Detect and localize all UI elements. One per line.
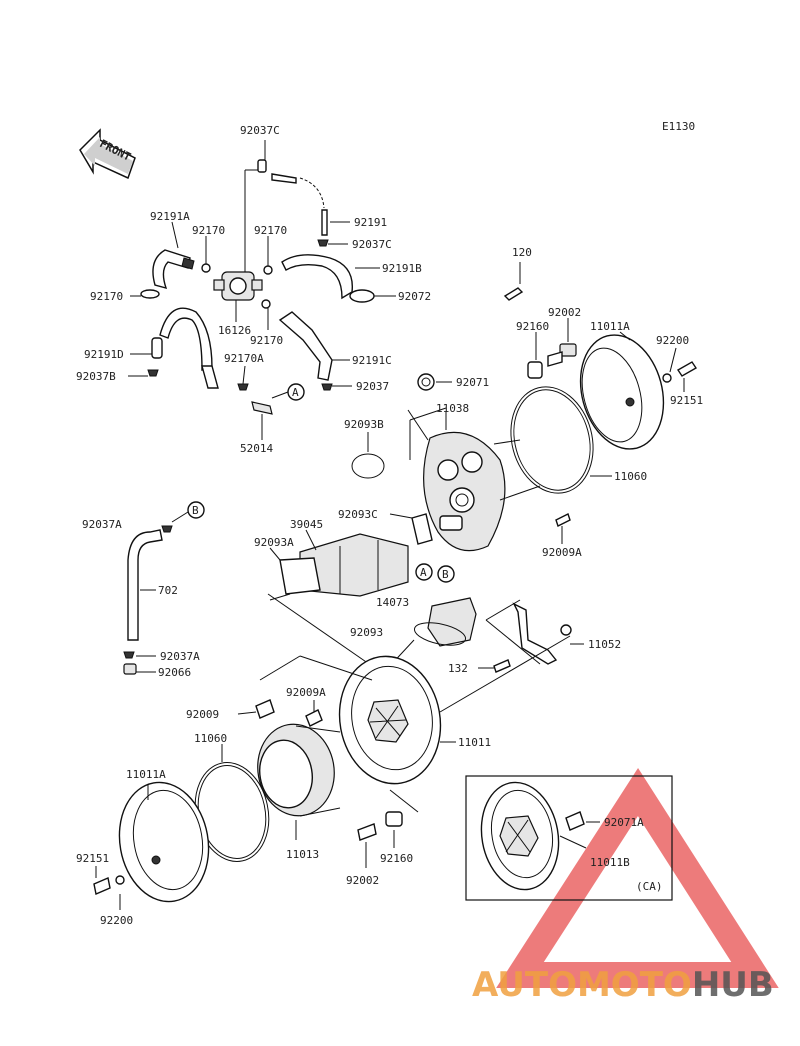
label-92160-bot: 92160 [380,852,413,865]
label-92002-top: 92002 [548,306,581,319]
label-92037C-mid: 92037C [352,238,392,251]
label-92160-top: 92160 [516,320,549,333]
label-92151-bot: 92151 [76,852,109,865]
watermark-part1: AUTOMOTO [472,965,692,1005]
label-92170-c: 92170 [90,290,123,303]
label-92066: 92066 [158,666,191,679]
label-92072: 92072 [398,290,431,303]
rear-filter-group: A B [351,262,697,583]
label-92002-bot: 92002 [346,874,379,887]
label-92009: 92009 [186,708,219,721]
label-132: 132 [448,662,468,675]
watermark-part2: HUB [692,965,774,1005]
label-92170-d: 92170 [250,334,283,347]
label-702: 702 [158,584,178,597]
label-11038: 11038 [436,402,469,415]
label-92009A-bot: 92009A [286,686,326,699]
label-92037B: 92037B [76,370,116,383]
hose-702-group: B [123,501,205,675]
duct-group [269,529,409,601]
label-92191B: 92191B [382,262,422,275]
label-92170A: 92170A [224,352,264,365]
label-92151-top: 92151 [670,394,703,407]
label-11052: 11052 [588,638,621,651]
front-filter-group [93,635,571,910]
label-CA: (CA) [636,880,663,893]
svg-text:AUTOMOTOHUB: AUTOMOTOHUB [472,965,774,1005]
ref-marker-a-top: A [292,386,299,399]
watermark-text: AUTOMOTOHUB [472,965,774,1005]
label-92200-top: 92200 [656,334,689,347]
label-92071A: 92071A [604,816,644,829]
breather-hose-group: A [128,140,396,440]
label-92200-bot: 92200 [100,914,133,927]
diagram-code: E1130 [662,120,695,133]
label-92170-b: 92170 [254,224,287,237]
label-39045: 39045 [290,518,323,531]
label-14073: 14073 [376,596,409,609]
ref-marker-b-mid: B [442,568,449,581]
label-120: 120 [512,246,532,259]
label-92093B: 92093B [344,418,384,431]
front-arrow-icon: FRONT [79,128,136,180]
label-92093A: 92093A [254,536,294,549]
label-11011A-top: 11011A [590,320,630,333]
label-92191D: 92191D [84,348,124,361]
label-92093C: 92093C [338,508,378,521]
ref-marker-b-left: B [192,504,199,517]
label-16126: 16126 [218,324,251,337]
part-labels: 92037C 92191 92037C 92191A 92170 92170 9… [76,124,703,927]
intake-bracket-group [267,593,584,673]
label-11060-bot: 11060 [194,732,227,745]
ref-marker-a-mid: A [420,566,427,579]
label-92071: 92071 [456,376,489,389]
label-92009A-top: 92009A [542,546,582,559]
label-11011A-bot: 11011A [126,768,166,781]
label-92170-a: 92170 [192,224,225,237]
label-92037A-top: 92037A [82,518,122,531]
label-92037: 92037 [356,380,389,393]
label-92191C: 92191C [352,354,392,367]
ca-option-box [465,775,673,901]
label-92037A-bot: 92037A [160,650,200,663]
label-11011B: 11011B [590,856,630,869]
label-52014: 52014 [240,442,273,455]
label-11060-top: 11060 [614,470,647,483]
label-92191A: 92191A [150,210,190,223]
label-11011: 11011 [458,736,491,749]
label-11013: 11013 [286,848,319,861]
label-92191: 92191 [354,216,387,229]
label-92037C-top: 92037C [240,124,280,137]
label-92093: 92093 [350,626,383,639]
watermark-logo [496,767,779,988]
